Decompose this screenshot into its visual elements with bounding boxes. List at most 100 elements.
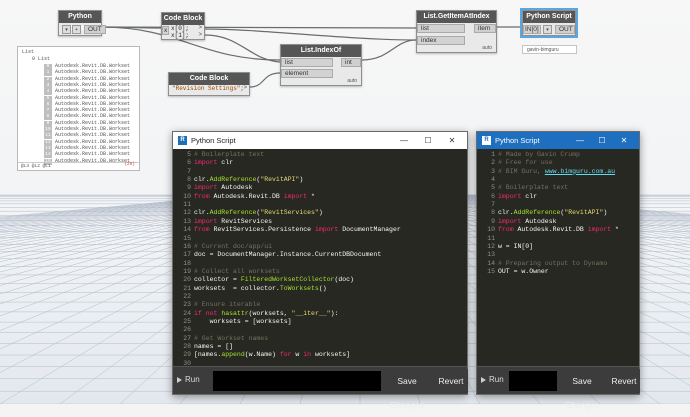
chevron-down-icon[interactable]: ▾ — [543, 25, 552, 34]
code-line: # Collect all worksets — [194, 268, 280, 275]
revert-button[interactable]: Revert — [434, 369, 468, 393]
line-number: 10 — [183, 192, 191, 200]
code-token: names = [] — [194, 343, 234, 351]
list-indexof-node[interactable]: List.IndexOf list element int auto — [280, 44, 362, 86]
line-number: 29 — [183, 351, 191, 359]
python-script-node-1[interactable]: Python Script ▾ + OUT — [58, 10, 106, 36]
code-token: # Free for use — [498, 159, 553, 167]
output-chevron-icon[interactable]: > — [198, 25, 202, 31]
add-port-icon[interactable]: + — [72, 25, 81, 34]
run-label: Run — [489, 375, 504, 384]
code-token: AddReference — [209, 176, 257, 184]
code-token: # Ensure iterable — [194, 301, 261, 309]
window-titlebar[interactable]: R Python Script — ☐ ✕ — [173, 132, 467, 149]
wire-codeblock2-to-indexof — [249, 72, 281, 88]
code-line: worksets = [worksets] — [194, 318, 292, 325]
revert-button[interactable]: Revert — [608, 369, 640, 393]
list-item-text: Autodesk.Revit.DB.Workset — [55, 81, 131, 88]
line-number: 5 — [491, 184, 495, 192]
grid-line — [0, 194, 280, 234]
line-number: 22 — [183, 292, 191, 300]
minimize-icon[interactable]: — — [576, 136, 584, 145]
grid-line — [0, 194, 283, 236]
run-button[interactable]: Run — [477, 369, 517, 391]
list-item-text: Autodesk.Revit.DB.Workset — [55, 119, 131, 126]
output-chevron-icon[interactable]: > — [243, 85, 247, 91]
code-line: # Ensure iterable — [194, 301, 260, 308]
code-token: www.bimguru.com.au — [544, 167, 616, 175]
code-token: "RevitAPI" — [564, 209, 604, 217]
line-number: 11 — [183, 201, 191, 209]
code-line: import Autodesk — [194, 184, 253, 191]
code-token: ) — [603, 209, 608, 217]
minimize-icon[interactable]: — — [400, 136, 408, 145]
node-title: Code Block — [169, 73, 249, 85]
line-number: 25 — [183, 318, 191, 325]
line-number: 16 — [183, 242, 191, 250]
out-port[interactable]: OUT — [555, 25, 575, 34]
list-index-badge: 2 — [44, 76, 52, 83]
line-number: 8 — [187, 176, 191, 184]
code-block-node-2[interactable]: Code Block "Revision Settings"; > — [168, 72, 250, 96]
item-output-port[interactable]: item — [474, 24, 496, 33]
index-input-port[interactable]: index — [417, 36, 465, 45]
grid-line — [428, 194, 690, 237]
code-token: w = IN[0] — [498, 242, 534, 250]
grid-line — [0, 194, 298, 248]
list-item-text: Autodesk.Revit.DB.Workset — [55, 113, 131, 120]
save-changes-button[interactable]: Save Changes — [382, 369, 432, 410]
code-line: # Boilerplate text — [498, 184, 568, 191]
code-line-1[interactable]: x[0]; — [171, 25, 190, 32]
code-line: from RevitServices.Persistence import Do… — [194, 226, 401, 233]
python-editor-window-left[interactable]: R Python Script — ☐ ✕ 5# Boilerplate tex… — [172, 131, 468, 410]
in0-input-port[interactable]: IN[0] — [523, 25, 541, 34]
close-icon[interactable]: ✕ — [448, 136, 456, 145]
line-number: 6 — [491, 192, 495, 200]
element-input-port[interactable]: element — [281, 69, 333, 78]
code-line-2[interactable]: x[1]; — [171, 32, 190, 39]
code-token: for — [279, 351, 292, 359]
python-script-node-2[interactable]: Python Script IN[0] ▾ + OUT — [520, 8, 578, 38]
code-token: Autodesk.Revit.DB — [513, 226, 588, 234]
out-port[interactable]: OUT — [84, 25, 106, 34]
code-line[interactable]: "Revision Settings"; — [172, 85, 245, 92]
code-token: Autodesk — [521, 217, 557, 225]
grid-line — [0, 194, 310, 262]
list-index-badge: 3 — [44, 82, 52, 89]
line-number: 24 — [183, 309, 191, 317]
item-count: {20} — [124, 162, 135, 167]
node-title: Python Script — [59, 11, 101, 32]
code-token: # Made by Gavin Crump — [498, 151, 580, 158]
code-token: AddReference — [209, 209, 257, 217]
run-button[interactable]: Run — [173, 369, 213, 391]
maximize-icon[interactable]: ☐ — [598, 136, 606, 145]
code-line: # Made by Gavin Crump — [498, 151, 580, 158]
chevron-down-icon[interactable]: ▾ — [62, 25, 71, 34]
run-label: Run — [185, 375, 200, 384]
save-changes-button[interactable]: Save Changes — [557, 369, 607, 410]
code-token: (doc) — [334, 276, 354, 284]
line-number: 15 — [487, 267, 495, 275]
code-token: ToWorksets — [279, 284, 319, 292]
python-editor-window-right[interactable]: R Python Script — ☐ ✕ 1# Made by Gavin C… — [476, 131, 640, 410]
line-number: 20 — [183, 276, 191, 284]
close-icon[interactable]: ✕ — [620, 136, 628, 145]
maximize-icon[interactable]: ☐ — [424, 136, 432, 145]
list-index-badge: 14 — [44, 152, 52, 159]
list-input-port[interactable]: list — [417, 24, 465, 33]
output-chevron-icon-2[interactable]: > — [198, 32, 202, 38]
window-titlebar[interactable]: R Python Script — ☐ ✕ — [477, 132, 639, 149]
list-getitematindex-node[interactable]: List.GetItemAtIndex list index item auto — [416, 10, 497, 53]
int-output-port[interactable]: int — [341, 58, 361, 67]
list-input-port[interactable]: list — [281, 58, 333, 67]
x-input-port[interactable]: x — [162, 26, 169, 35]
code-block-node-1[interactable]: Code Block x x[0]; x[1]; > > — [161, 12, 205, 40]
code-token: clr. — [498, 209, 514, 217]
